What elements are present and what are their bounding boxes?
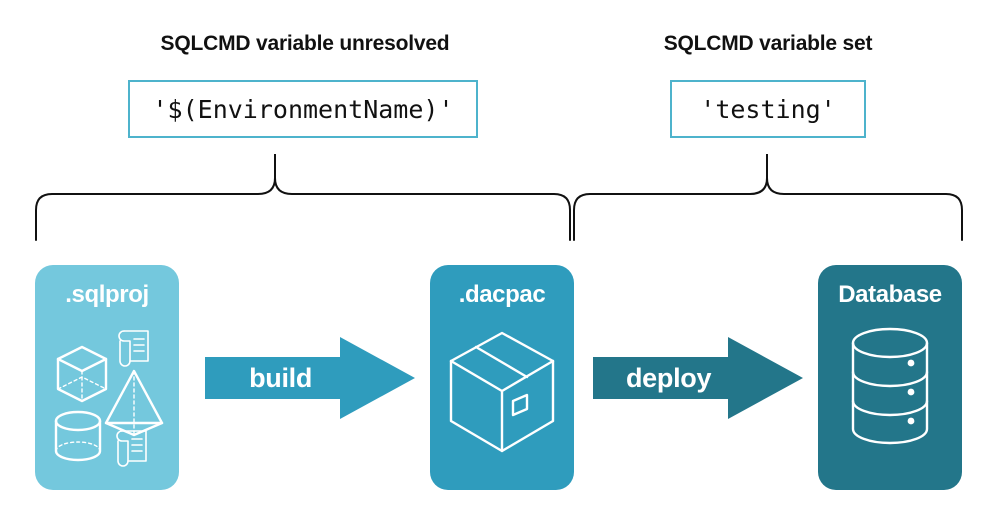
- artifact-label-sqlproj: .sqlproj: [65, 281, 149, 308]
- project-shapes-icon: [35, 317, 179, 487]
- artifact-label-database: Database: [838, 281, 942, 308]
- artifact-box-dacpac[interactable]: .dacpac: [430, 265, 574, 490]
- arrow-build-shape: [205, 337, 415, 419]
- artifact-box-sqlproj[interactable]: .sqlproj: [35, 265, 179, 490]
- package-box-icon: [430, 317, 574, 487]
- arrow-deploy[interactable]: deploy: [593, 337, 803, 419]
- brace-right: [573, 154, 963, 241]
- cube-icon: [56, 345, 108, 403]
- arrow-build[interactable]: build: [205, 337, 415, 419]
- scroll-icon-1: [118, 330, 149, 367]
- cylinder-icon: [54, 410, 102, 462]
- arrow-deploy-shape: [593, 337, 803, 419]
- artifact-box-database[interactable]: Database: [818, 265, 962, 490]
- artifact-label-dacpac: .dacpac: [458, 281, 546, 308]
- heading-sqlcmd-variable-set: SQLCMD variable set: [663, 32, 873, 55]
- brace-left: [35, 154, 571, 241]
- code-box-resolved-variable: 'testing': [670, 80, 866, 138]
- pyramid-icon: [104, 369, 164, 437]
- database-cylinder-icon: [818, 317, 962, 487]
- scroll-icon-2: [116, 430, 147, 467]
- heading-sqlcmd-variable-unresolved: SQLCMD variable unresolved: [160, 32, 450, 55]
- code-box-unresolved-variable: '$(EnvironmentName)': [128, 80, 478, 138]
